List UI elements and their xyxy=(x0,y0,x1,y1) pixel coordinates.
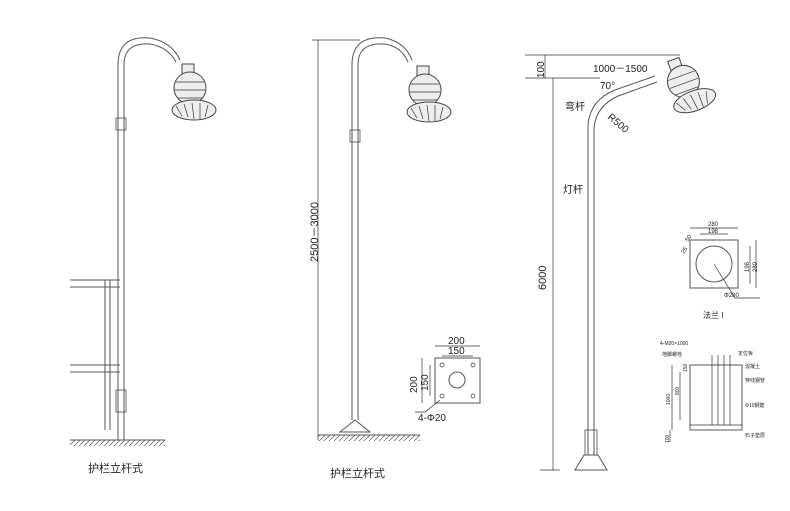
svg-text:灯杆: 灯杆 xyxy=(563,184,583,196)
svg-text:弯杆: 弯杆 xyxy=(565,100,585,113)
svg-text:1000－1500: 1000－1500 xyxy=(593,64,648,75)
svg-text:R500: R500 xyxy=(605,112,631,136)
svg-text:混凝土: 混凝土 xyxy=(745,363,760,370)
figure-guardrail-pole-2: 2500－3000 护栏立杆式 200 150 200 150 4-Φ20 xyxy=(309,37,481,480)
svg-text:100: 100 xyxy=(536,61,547,78)
figure-guardrail-pole-1: 护栏立杆式 xyxy=(70,37,217,475)
svg-text:地脚螺栓: 地脚螺栓 xyxy=(662,351,682,358)
figure2-caption: 护栏立杆式 xyxy=(330,466,385,480)
base-plate-detail: 200 150 200 150 4-Φ20 xyxy=(409,336,481,424)
figure2-height-dim: 2500－3000 xyxy=(309,202,321,262)
svg-text:198: 198 xyxy=(745,261,751,272)
svg-text:150: 150 xyxy=(448,346,465,357)
svg-text:280: 280 xyxy=(708,222,719,228)
svg-text:200: 200 xyxy=(448,336,465,347)
svg-text:150: 150 xyxy=(420,374,431,391)
svg-text:150: 150 xyxy=(683,363,689,372)
foundation-detail: 4-M20×1000 地脚螺栓 定位板 混凝土 穿线钢管 Φ10钢筋 石子垫层 … xyxy=(660,341,765,443)
svg-text:25: 25 xyxy=(681,246,690,255)
svg-text:Φ280: Φ280 xyxy=(724,293,739,299)
svg-text:石子垫层: 石子垫层 xyxy=(745,432,765,439)
svg-text:200: 200 xyxy=(409,376,420,393)
svg-text:穿线钢管: 穿线钢管 xyxy=(745,377,765,384)
svg-text:800: 800 xyxy=(675,386,681,395)
svg-text:6000: 6000 xyxy=(537,266,549,290)
svg-text:4-M20×1000: 4-M20×1000 xyxy=(660,341,688,347)
flange-detail: 280 198 198 280 Φ280 50 25 法兰 I xyxy=(681,222,760,320)
figure-street-pole: 100 1000－1500 70° 弯杆 R500 灯杆 6000 280 19… xyxy=(525,49,765,471)
svg-text:法兰 I: 法兰 I xyxy=(703,310,723,320)
figure1-caption: 护栏立杆式 xyxy=(88,461,143,475)
svg-text:1000: 1000 xyxy=(666,394,672,405)
svg-text:Φ10钢筋: Φ10钢筋 xyxy=(745,402,765,409)
svg-text:70°: 70° xyxy=(600,81,615,92)
svg-text:4-Φ20: 4-Φ20 xyxy=(418,413,446,424)
svg-text:100: 100 xyxy=(665,434,671,443)
svg-text:定位板: 定位板 xyxy=(738,350,753,357)
svg-text:198: 198 xyxy=(708,229,719,235)
svg-text:280: 280 xyxy=(753,261,759,272)
svg-text:50: 50 xyxy=(685,234,694,243)
